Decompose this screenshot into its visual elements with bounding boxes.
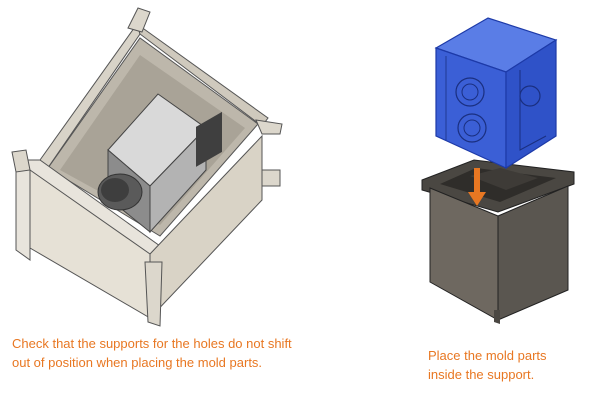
mold-part-cylinder-face bbox=[101, 178, 129, 202]
blue-part-hole-lower-inner bbox=[463, 119, 481, 137]
support-flange-left bbox=[11, 149, 31, 173]
blue-part-hole-upper bbox=[455, 77, 485, 107]
dark-support-inner-block bbox=[470, 168, 538, 190]
arrow-down-icon bbox=[468, 168, 486, 206]
mold-part-side-right bbox=[149, 126, 207, 234]
caption-place-mold-parts: Place the mold parts inside the support. bbox=[428, 348, 547, 382]
support-flange-right-lower bbox=[261, 169, 281, 187]
blue-part-inner-edge bbox=[519, 70, 547, 151]
support-flange-top bbox=[127, 7, 151, 33]
caption-check-supports: Check that the supports for the holes do… bbox=[12, 336, 292, 370]
left-illustration bbox=[11, 7, 283, 327]
blue-part-hole-upper-inner bbox=[461, 83, 479, 101]
blue-part-hole-lower bbox=[457, 113, 487, 143]
right-illustration bbox=[421, 17, 575, 324]
dark-support-front-right bbox=[497, 185, 569, 321]
blue-part-front-right bbox=[505, 38, 557, 170]
support-flange-bottom bbox=[144, 261, 163, 327]
dark-support-flange bbox=[494, 310, 500, 324]
support-flange-right bbox=[255, 119, 283, 135]
mold-part-dark-block bbox=[196, 111, 222, 167]
